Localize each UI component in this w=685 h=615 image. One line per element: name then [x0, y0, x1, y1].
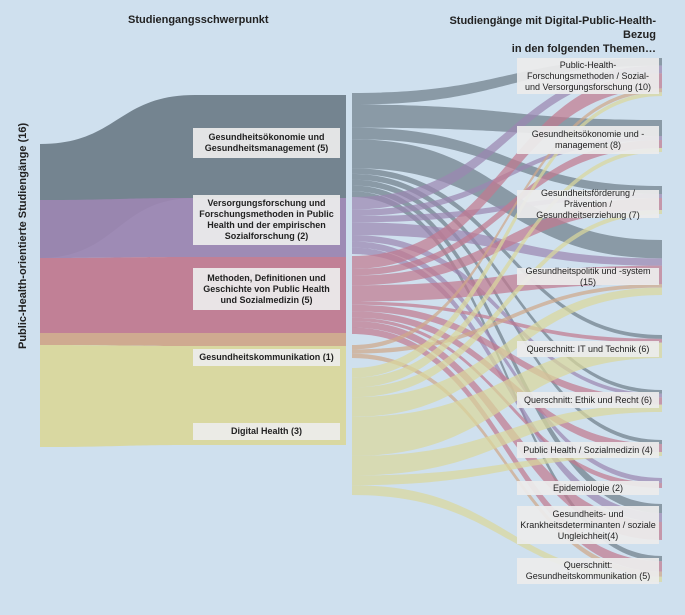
- left-node-label-research: Versorgungsforschung und Forschungsmetho…: [193, 195, 340, 245]
- link-digital-r6: [352, 404, 662, 476]
- right-column-title: Studiengänge mit Digital-Public-Health-B…: [420, 14, 656, 56]
- right-node-label-r4: Gesundheitspolitik und -system (15): [517, 266, 659, 287]
- right-node-label-r3: Gesundheitsförderung / Prävention / Gesu…: [517, 188, 659, 220]
- link-management-r4: [352, 139, 662, 259]
- link-methods-r2: [352, 140, 662, 276]
- right-node-label-r6: Querschnitt: Ethik und Recht (6): [517, 392, 659, 408]
- link-digital-r2: [352, 148, 662, 388]
- link-management-r5: [352, 168, 662, 339]
- link-communication-r1: [352, 88, 662, 350]
- right-title-line2: in den folgenden Themen…: [511, 43, 656, 55]
- link-research-r1: [352, 65, 662, 210]
- link-methods-r5: [352, 301, 662, 343]
- left-column-title: Studiengangsschwerpunkt: [128, 14, 269, 26]
- link-management-r3: [352, 127, 662, 194]
- right-node-label-r5: Querschnitt: IT und Technik (6): [517, 341, 659, 357]
- link-digital-r7: [352, 452, 662, 486]
- sankey-links: [352, 58, 662, 582]
- left-node-label-methods: Methoden, Definitionen und Geschichte vo…: [193, 268, 340, 310]
- vertical-axis-title: Public-Health-orientierte Studiengänge (…: [17, 122, 29, 349]
- left-node-label-management: Gesundheitsökonomie und Gesundheitsmanag…: [193, 128, 340, 158]
- link-management-r10: [352, 191, 662, 562]
- right-node-label-r2: Gesundheitsökonomie und -management (8): [517, 126, 659, 154]
- link-digital-r4: [352, 287, 662, 417]
- link-digital-r1: [352, 92, 662, 378]
- right-node-label-r7: Public Health / Sozialmedizin (4): [517, 442, 659, 458]
- left-band-communication: [40, 333, 346, 346]
- right-node-label-r1: Public-Health-Forschungsmethoden / Sozia…: [517, 58, 659, 94]
- link-research-r6: [352, 235, 662, 398]
- link-methods-r3: [352, 198, 662, 286]
- link-management-r7: [352, 179, 662, 444]
- right-title-line1: Studiengänge mit Digital-Public-Health-B…: [449, 15, 656, 41]
- link-digital-r3: [352, 210, 662, 398]
- right-node-label-r8: Epidemiologie (2): [517, 481, 659, 495]
- link-digital-r10: [352, 485, 662, 582]
- left-node-label-digital: Digital Health (3): [193, 423, 340, 440]
- left-node-label-communication: Gesundheitskommunikation (1): [193, 349, 340, 366]
- link-research-r8: [352, 241, 662, 483]
- link-digital-r5: [352, 342, 662, 456]
- link-methods-r1: [352, 73, 662, 269]
- right-node-label-r9: Gesundheits- und Krankheitsdeterminanten…: [517, 506, 659, 544]
- link-communication-r4: [352, 284, 662, 354]
- link-methods-r10: [352, 327, 662, 572]
- right-node-label-r10: Querschnitt: Gesundheitskommunikation (5…: [517, 558, 659, 584]
- left-band-digital: [40, 345, 346, 447]
